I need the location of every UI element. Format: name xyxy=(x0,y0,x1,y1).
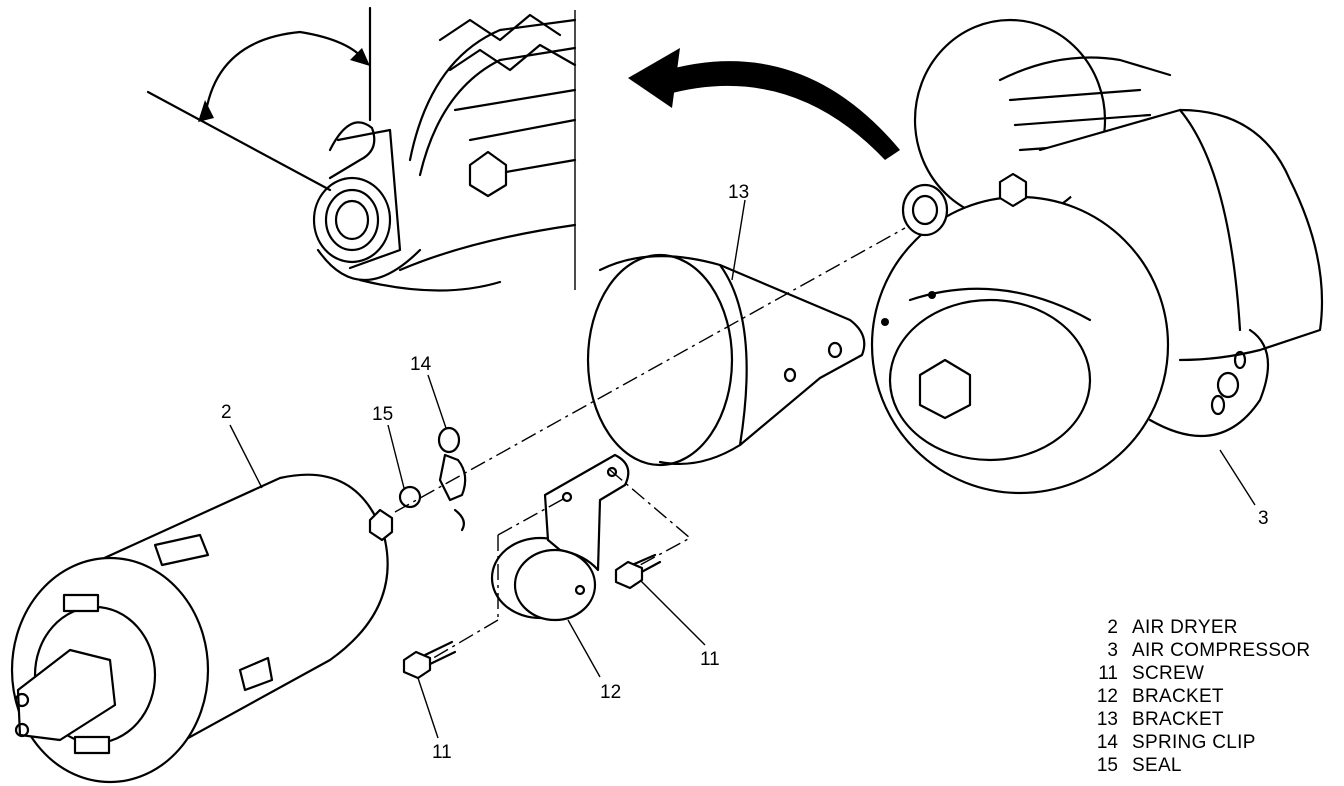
svg-text:BRACKET: BRACKET xyxy=(1132,686,1224,707)
callout-3: 3 xyxy=(1258,508,1269,529)
svg-text:11: 11 xyxy=(1098,663,1118,684)
svg-text:13: 13 xyxy=(1097,709,1118,730)
callout-11-right: 11 xyxy=(700,649,720,670)
bracket-12 xyxy=(490,453,630,622)
svg-text:SPRING CLIP: SPRING CLIP xyxy=(1132,732,1256,753)
callouts: 13 2 14 15 3 11 12 11 xyxy=(221,182,1269,763)
svg-text:AIR DRYER: AIR DRYER xyxy=(1132,617,1238,638)
callout-15: 15 xyxy=(372,404,393,425)
air-compressor xyxy=(870,18,1324,495)
legend-row: 12 BRACKET xyxy=(1097,686,1224,707)
legend: 2 AIR DRYER 3 AIR COMPRESSOR 11 SCREW 12… xyxy=(1097,617,1310,776)
svg-text:15: 15 xyxy=(1097,755,1118,776)
svg-text:SCREW: SCREW xyxy=(1132,663,1204,684)
air-dryer xyxy=(10,473,394,784)
curved-arrow xyxy=(628,48,900,160)
spring-clip-14 xyxy=(437,426,467,532)
legend-row: 13 BRACKET xyxy=(1097,709,1224,730)
legend-row: 2 AIR DRYER xyxy=(1107,617,1237,638)
leader-lines xyxy=(229,199,1256,739)
seal-15 xyxy=(398,485,422,509)
callout-2: 2 xyxy=(221,402,232,423)
svg-text:SEAL: SEAL xyxy=(1132,755,1182,776)
svg-text:14: 14 xyxy=(1097,732,1119,753)
svg-text:BRACKET: BRACKET xyxy=(1132,709,1224,730)
legend-row: 3 AIR COMPRESSOR xyxy=(1107,640,1310,661)
legend-row: 14 SPRING CLIP xyxy=(1097,732,1256,753)
legend-row: 15 SEAL xyxy=(1097,755,1182,776)
assembly-lines xyxy=(394,227,906,661)
detail-inset xyxy=(146,6,577,292)
svg-text:3: 3 xyxy=(1107,640,1118,661)
callout-12: 12 xyxy=(600,682,621,703)
screw-11-upper xyxy=(614,553,662,590)
legend-row: 11 SCREW xyxy=(1098,663,1204,684)
bracket-13 xyxy=(586,253,866,467)
svg-text:12: 12 xyxy=(1097,686,1118,707)
svg-text:AIR COMPRESSOR: AIR COMPRESSOR xyxy=(1132,640,1310,661)
callout-11-bottom: 11 xyxy=(432,742,452,763)
screw-11-lower xyxy=(402,640,457,680)
callout-14: 14 xyxy=(410,354,432,375)
svg-text:2: 2 xyxy=(1107,617,1118,638)
callout-13: 13 xyxy=(728,182,749,203)
